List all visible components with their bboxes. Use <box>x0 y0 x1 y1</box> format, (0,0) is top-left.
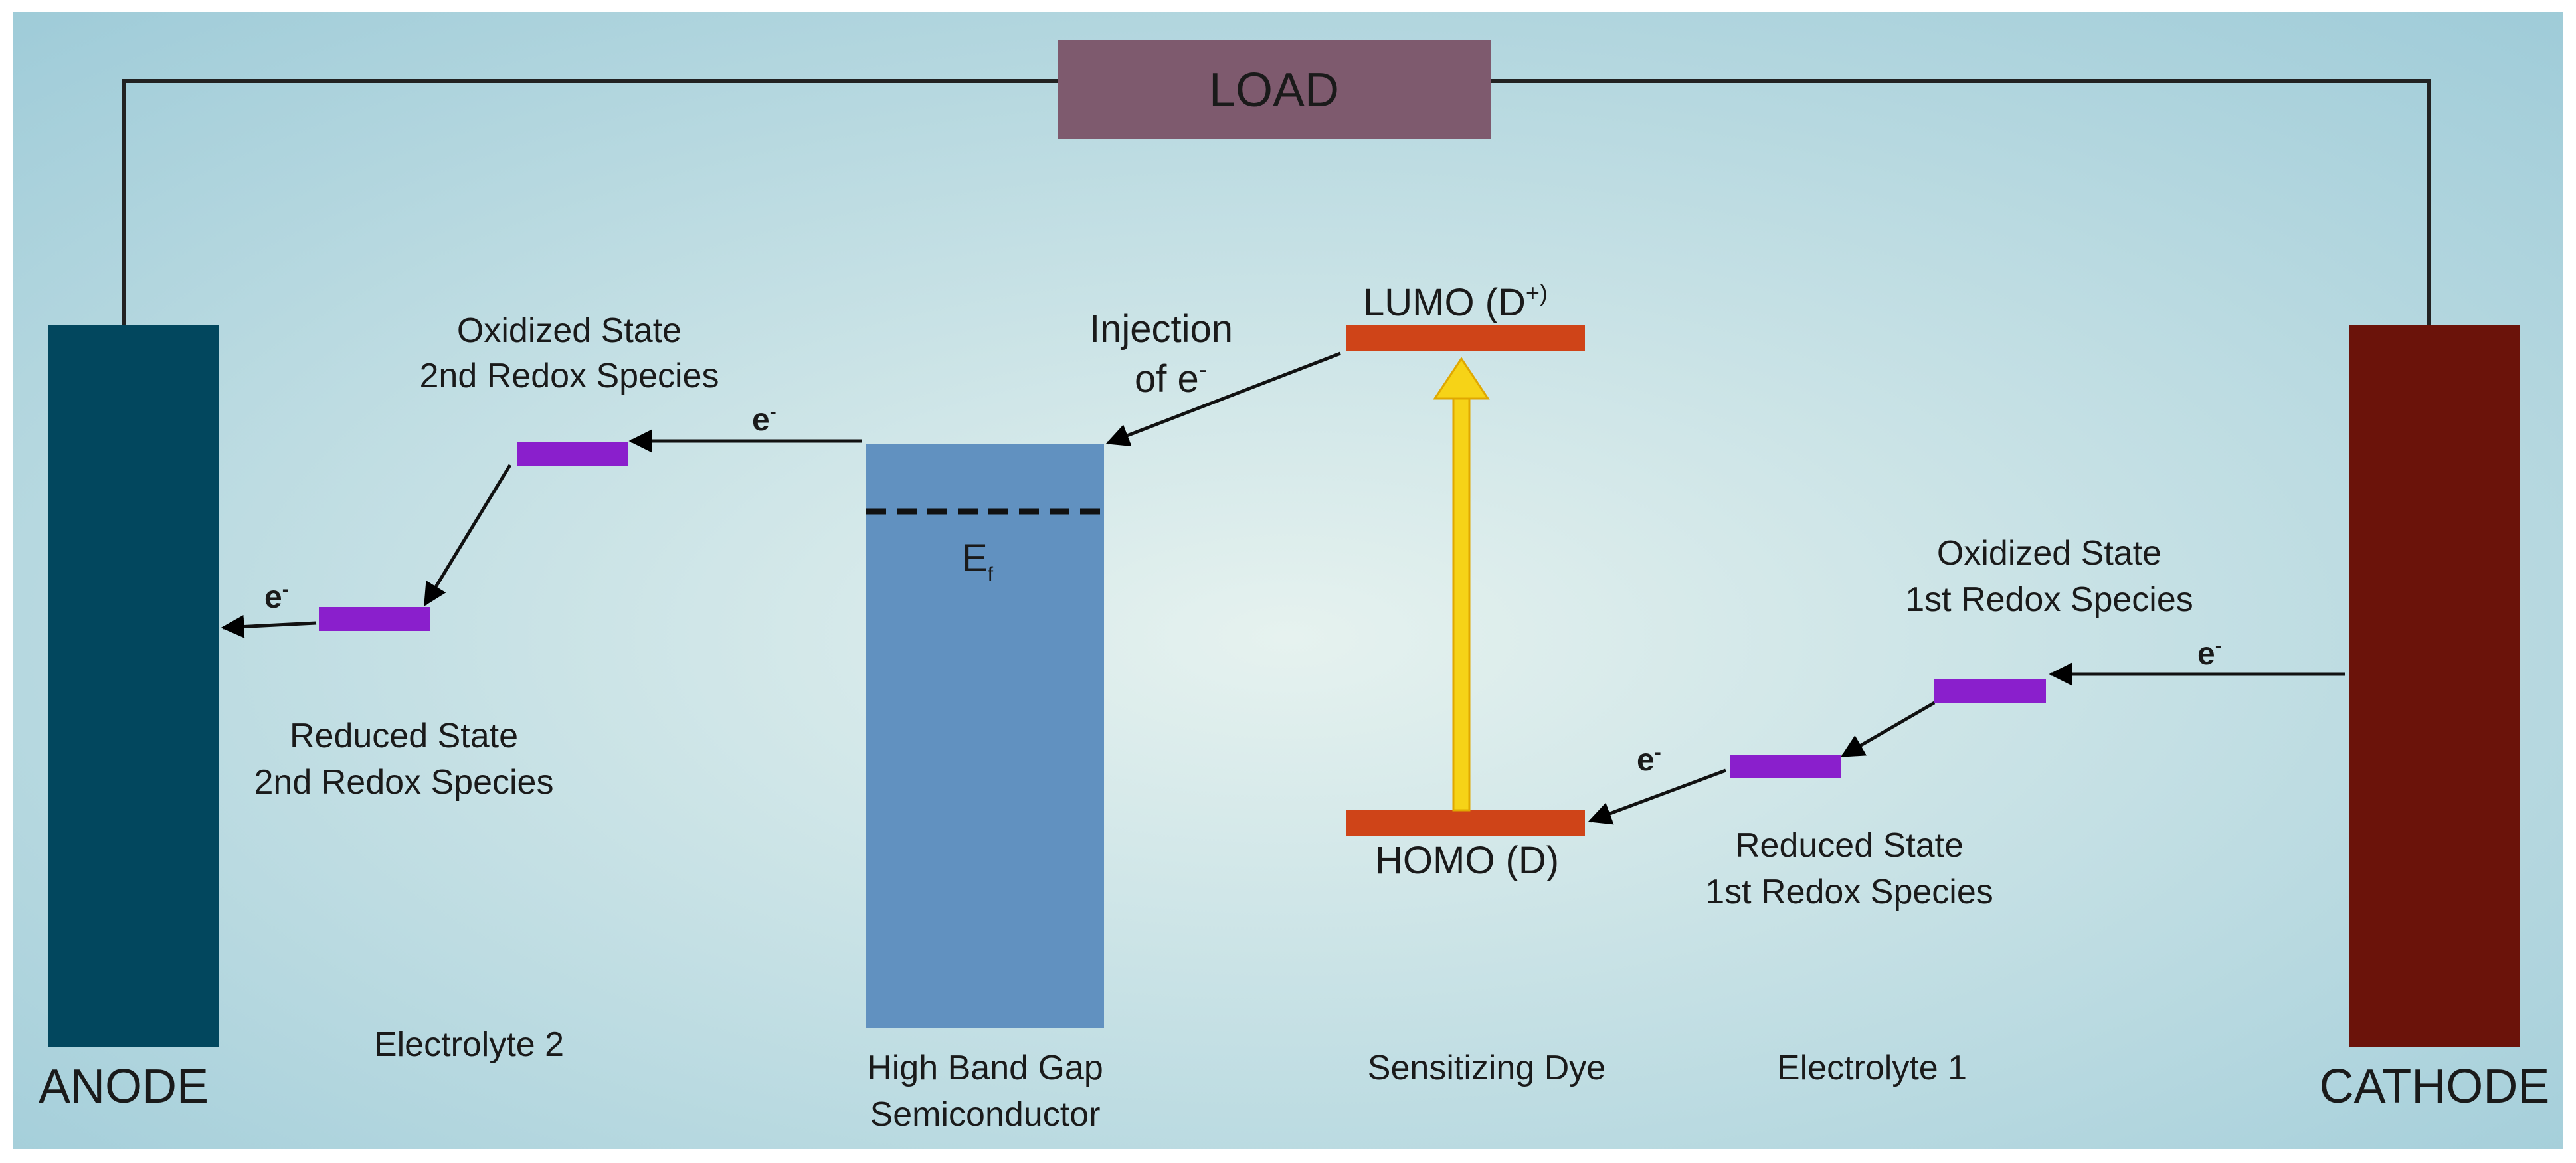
semiconductor-label-line1: High Band Gap <box>867 1049 1103 1087</box>
lumo-label: LUMO (D+) <box>1363 279 1548 324</box>
electrolyte-2-label: Electrolyte 2 <box>374 1026 564 1064</box>
oxidized-state-1-line2: 1st Redox Species <box>1905 581 2193 619</box>
electron-label-4: e- <box>1637 741 1661 778</box>
injection-label-line1: Injection <box>1089 308 1233 351</box>
load-label: LOAD <box>1209 64 1339 117</box>
homo-label: HOMO (D) <box>1375 839 1559 882</box>
semiconductor-block <box>866 444 1104 1028</box>
oxidized-state-2-level <box>517 442 628 466</box>
reduced-state-2-line2: 2nd Redox Species <box>254 763 554 802</box>
reduced-state-2-line1: Reduced State <box>290 717 518 755</box>
injection-label-line2: of e- <box>1135 355 1207 401</box>
anode-electrode <box>48 325 219 1047</box>
oxidized-state-2-line2: 2nd Redox Species <box>420 357 719 395</box>
red2-to-anode-arrow <box>221 614 317 638</box>
sensitizing-dye-label: Sensitizing Dye <box>1368 1049 1606 1087</box>
excitation-arrow-shaft <box>1452 397 1471 812</box>
circuit-wire-left <box>122 79 1058 325</box>
reduced-state-1-line2: 1st Redox Species <box>1705 873 1993 911</box>
fermi-level-label: Ef <box>962 537 994 585</box>
oxidized-state-1-level <box>1934 679 2046 703</box>
cathode-electrode <box>2349 325 2520 1047</box>
reduced-state-1-level <box>1730 755 1841 778</box>
ox1-to-red1-arrow <box>1840 701 1936 758</box>
red1-to-homo-arrow <box>1588 768 1726 825</box>
electron-label-2: e- <box>264 579 289 615</box>
reduced-state-2-level <box>319 607 430 631</box>
oxidized-state-2-line1: Oxidized State <box>457 312 682 350</box>
load-box <box>1058 40 1491 139</box>
excitation-arrow-head <box>1433 357 1490 400</box>
electrolyte-1-label: Electrolyte 1 <box>1777 1049 1967 1087</box>
electron-label-1: e- <box>752 401 777 438</box>
cathode-label: CATHODE <box>2320 1060 2550 1113</box>
reduced-state-1-line1: Reduced State <box>1735 826 1964 865</box>
injection-arrow <box>1105 351 1341 446</box>
electron-label-3: e- <box>2197 635 2222 671</box>
anode-label: ANODE <box>39 1060 209 1113</box>
ox2-to-red2-arrow <box>423 464 512 606</box>
homo-level <box>1346 810 1585 836</box>
lumo-level <box>1346 325 1585 351</box>
circuit-wire-right <box>1491 79 2431 325</box>
semiconductor-label-line2: Semiconductor <box>870 1095 1101 1134</box>
oxidized-state-1-line1: Oxidized State <box>1937 534 2162 573</box>
